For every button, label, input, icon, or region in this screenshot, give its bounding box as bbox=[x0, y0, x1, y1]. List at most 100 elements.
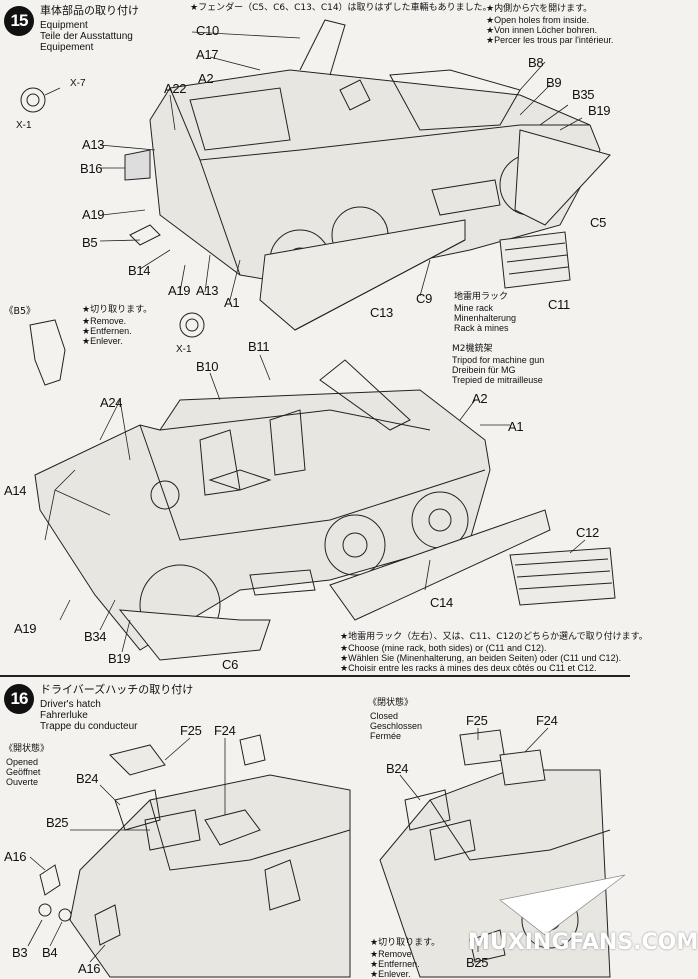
part-b4: B4 bbox=[42, 945, 58, 960]
part-b25: B25 bbox=[46, 815, 69, 830]
part-c10: C10 bbox=[196, 23, 219, 38]
step-15-title-en: Equipment bbox=[40, 20, 88, 31]
part-b35: B35 bbox=[572, 87, 595, 102]
part-b24: B24 bbox=[76, 771, 99, 786]
part-c14: C14 bbox=[430, 595, 453, 610]
leader-lines-top bbox=[44, 31, 583, 301]
part-a24: A24 bbox=[100, 395, 123, 410]
holes-note-en: ★Open holes from inside. bbox=[486, 15, 590, 25]
part-a2: A2 bbox=[198, 71, 214, 86]
part-c12: C12 bbox=[576, 525, 599, 540]
part-b25-closed: B25 bbox=[466, 955, 489, 970]
cut-note-16-de: ★Entfernen. bbox=[370, 959, 420, 969]
part-b14: B14 bbox=[128, 263, 151, 278]
mine-rack-de: Minenhalterung bbox=[454, 313, 517, 323]
part-b11: B11 bbox=[248, 339, 270, 354]
part-f24-closed: F24 bbox=[536, 713, 558, 728]
part-a14: A14 bbox=[4, 483, 27, 498]
holes-note-fr: ★Percer les trous par l'intérieur. bbox=[486, 35, 614, 45]
part-b3: B3 bbox=[12, 945, 28, 960]
choose-note-jp: ★地雷用ラック（左右）、又は、C11、C12のどちらか選んで取り付けます。 bbox=[340, 632, 648, 642]
part-a19-middle: A19 bbox=[14, 621, 37, 636]
step-16-number: 16 bbox=[4, 684, 34, 714]
step-15-title-fr: Equipement bbox=[40, 42, 94, 53]
step-16-title-de: Fahrerluke bbox=[40, 710, 88, 721]
cut-note-16-en: ★Remove. bbox=[370, 949, 415, 959]
choose-note-en: ★Choose (mine rack, both sides) or (C11 … bbox=[340, 643, 547, 653]
choose-note-de: ★Wählen Sie (Minenhalterung, an beiden S… bbox=[340, 653, 622, 663]
part-c5: C5 bbox=[590, 215, 607, 230]
part-a19: A19 bbox=[82, 207, 105, 222]
part-a16: A16 bbox=[4, 849, 27, 864]
part-f25: F25 bbox=[180, 723, 202, 738]
step-15-number: 15 bbox=[4, 6, 34, 36]
closed-jp: 《閉状態》 bbox=[368, 698, 414, 708]
opened-jp: 《開状態》 bbox=[4, 744, 50, 754]
cut-note-fr: ★Enlever. bbox=[82, 336, 123, 346]
part-a19-lower: A19 bbox=[168, 283, 191, 298]
part-b10: B10 bbox=[196, 359, 219, 374]
tripod-fr: Trepied de mitrailleuse bbox=[452, 375, 543, 385]
b5-detail-label: 《B5》 bbox=[4, 306, 36, 317]
closed-fr: Fermée bbox=[370, 731, 402, 741]
part-f24: F24 bbox=[214, 723, 236, 738]
watermark-logo-icon bbox=[499, 874, 626, 936]
part-a1: A1 bbox=[224, 295, 240, 310]
part-b19-middle: B19 bbox=[108, 651, 131, 666]
part-b9: B9 bbox=[546, 75, 562, 90]
tripod-de: Dreibein für MG bbox=[452, 365, 516, 375]
tripod-jp: M2機銃架 bbox=[452, 344, 493, 354]
part-a13: A13 bbox=[82, 137, 105, 152]
cut-note-jp: ★切り取ります。 bbox=[82, 305, 153, 315]
closed-en: Closed bbox=[370, 711, 399, 721]
watermark-text: MUXINGFANS.COM bbox=[468, 930, 698, 955]
cut-note-de: ★Entfernen. bbox=[82, 326, 132, 336]
part-x7: X-7 bbox=[70, 78, 86, 89]
part-b5: B5 bbox=[82, 235, 98, 250]
part-a2-middle: A2 bbox=[472, 391, 488, 406]
instruction-page: 15 車体部品の取り付け Equipment Teile der Ausstat… bbox=[0, 3, 698, 979]
part-b24-closed: B24 bbox=[386, 761, 409, 776]
choose-note-fr: ★Choisir entre les racks à mines des deu… bbox=[340, 663, 597, 673]
part-x1-lower: X-1 bbox=[176, 344, 192, 355]
part-c9: C9 bbox=[416, 291, 433, 306]
section-divider bbox=[0, 675, 630, 677]
step-16-title-fr: Trappe du conducteur bbox=[40, 721, 138, 732]
part-a13-lower: A13 bbox=[196, 283, 219, 298]
mine-rack-fr: Rack à mines bbox=[454, 323, 509, 333]
step-15-title-de: Teile der Ausstattung bbox=[40, 31, 133, 42]
opened-de: Geöffnet bbox=[6, 767, 41, 777]
tripod-en: Tripod for machine gun bbox=[452, 355, 545, 365]
step-16-title-en: Driver's hatch bbox=[40, 699, 101, 710]
cut-note-16-fr: ★Enlever. bbox=[370, 969, 411, 979]
holes-note-de: ★Von innen Löcher bohren. bbox=[486, 25, 598, 35]
step-15-title-jp: 車体部品の取り付け bbox=[40, 4, 139, 17]
part-f25-closed: F25 bbox=[466, 713, 488, 728]
part-c11: C11 bbox=[548, 297, 570, 312]
holes-note-jp: ★内側から穴を開けます。 bbox=[486, 4, 593, 14]
part-a16-lower: A16 bbox=[78, 961, 101, 976]
opened-fr: Ouverte bbox=[6, 777, 39, 787]
part-b34: B34 bbox=[84, 629, 107, 644]
leader-lines-middle bbox=[44, 354, 586, 653]
cut-note-en: ★Remove. bbox=[82, 316, 127, 326]
vehicle-body-middle bbox=[34, 359, 616, 661]
mine-rack-jp: 地雷用ラック bbox=[454, 292, 509, 302]
part-x1-top: X-1 bbox=[16, 120, 32, 131]
closed-de: Geschlossen bbox=[370, 721, 423, 731]
vehicle-hatch-opened bbox=[38, 734, 351, 978]
leader-lines-step16-right bbox=[399, 727, 549, 952]
mine-rack-en: Mine rack bbox=[454, 303, 494, 313]
part-b16: B16 bbox=[80, 161, 103, 176]
part-a22: A22 bbox=[164, 81, 187, 96]
cut-note-16-jp: ★切り取ります。 bbox=[370, 938, 441, 948]
assembly-drawings bbox=[0, 19, 630, 978]
part-b19: B19 bbox=[588, 103, 611, 118]
vehicle-body-upper bbox=[20, 19, 611, 386]
leader-lines-step16-left bbox=[27, 737, 226, 963]
fender-note: ★フェンダー（C5、C6、C13、C14）は取りはずした車輛もありました。 bbox=[190, 3, 492, 13]
part-c13: C13 bbox=[370, 305, 393, 320]
step-16-title-jp: ドライバーズハッチの取り付け bbox=[40, 683, 194, 696]
part-b8: B8 bbox=[528, 55, 544, 70]
opened-en: Opened bbox=[6, 757, 39, 767]
